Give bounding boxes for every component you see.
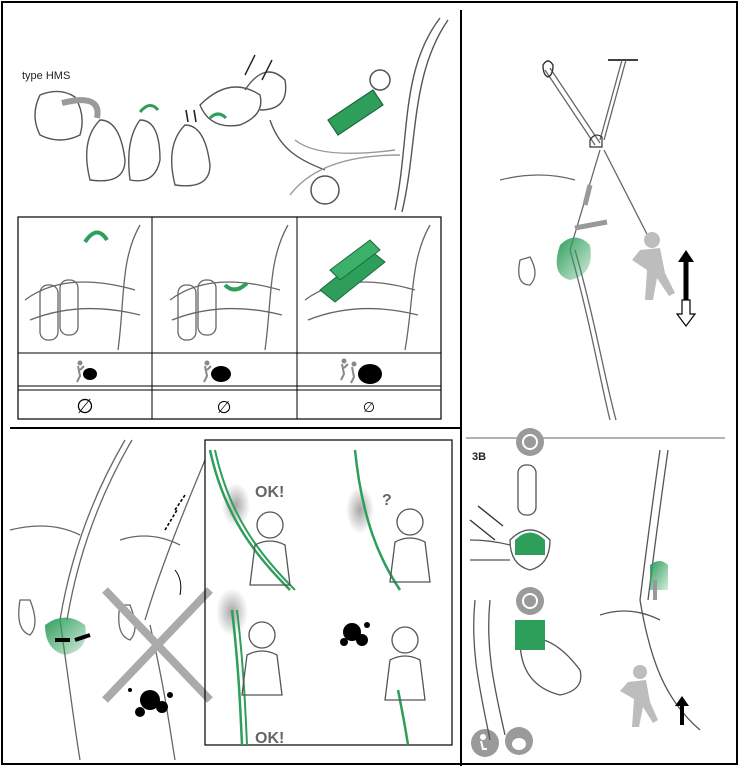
green-device-3b: [515, 533, 545, 556]
ok-text-bottom: OK!: [255, 730, 284, 747]
climber-icon: [620, 665, 658, 727]
brake-hand-panel: [10, 440, 210, 760]
splat-icon: [340, 622, 370, 646]
gate-open-green: [85, 232, 107, 242]
load-icons-row: [77, 359, 382, 385]
hms-table: ∅ ∅ ∅: [18, 217, 441, 419]
climber-heavy-load-icon: [341, 359, 382, 385]
climber-icon: [632, 232, 675, 300]
table-symbol-2: ∅: [217, 398, 232, 417]
hms-panel: type HMS: [18, 18, 448, 419]
green-gate-highlight: [140, 105, 158, 112]
hms-label: type HMS: [22, 70, 70, 82]
green-brake-device: [45, 618, 86, 656]
carabiner-sequence: [35, 18, 448, 212]
belay-check-panel: OK! ? OK!: [205, 440, 452, 747]
clock-badge-icon: [516, 428, 544, 456]
clock-badge-icon: [516, 587, 544, 615]
table-symbol-3: ∅: [363, 399, 375, 415]
locking-carabiner-green: [328, 90, 383, 135]
climber-medium-load-icon: [204, 361, 231, 383]
ok-text-top: OK!: [255, 484, 284, 501]
question-mark: ?: [382, 492, 392, 509]
green-rope: [210, 450, 290, 590]
climber-badge-icon: [471, 729, 499, 757]
section-3b-panel: 3B: [470, 428, 700, 757]
belayer-figures: [242, 509, 430, 700]
weight-icon: [83, 368, 97, 380]
cross-icon: [105, 590, 210, 700]
green-hand-brake: [557, 238, 591, 281]
section-3b-label: 3B: [472, 451, 486, 463]
climber-light-load-icon: [77, 361, 97, 383]
weight-badge-icon: [505, 727, 533, 755]
lowering-panel: [500, 60, 695, 420]
rope-feed-arrow: [585, 185, 590, 205]
table-symbol-1: ∅: [76, 396, 93, 418]
